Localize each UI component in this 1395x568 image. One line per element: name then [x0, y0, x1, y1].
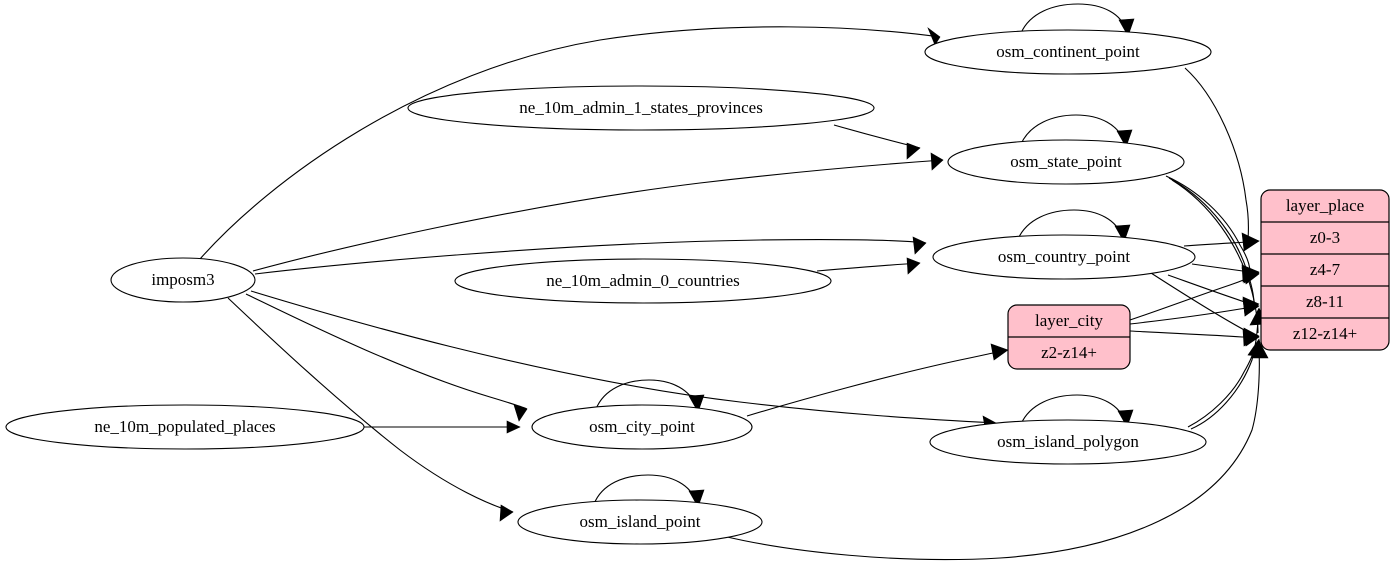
- edge-osm_country_point-to-layer_place-z0-3: [1183, 234, 1260, 252]
- edge-layer_city-to-layer_place-z8-11: [1129, 298, 1260, 325]
- edge-imposm3-to-osm_state_point: [252, 152, 944, 272]
- node-ne_10m_admin_0_countries[interactable]: ne_10m_admin_0_countries: [454, 258, 832, 304]
- record-row-layer_city-title: layer_city: [1035, 311, 1103, 330]
- node-label-osm_continent_point: osm_continent_point: [996, 42, 1140, 61]
- edge-layer_city-to-layer_place-z12-z14: [1129, 329, 1260, 347]
- self-loop-osm_city_point: [595, 379, 705, 413]
- node-imposm3[interactable]: imposm3: [110, 257, 256, 303]
- record-row-layer_place-title: layer_place: [1286, 196, 1364, 215]
- edge-layer_city-to-layer_place-z4-7: [1129, 267, 1260, 321]
- node-osm_island_polygon[interactable]: osm_island_polygon: [929, 419, 1207, 465]
- node-label-osm_country_point: osm_country_point: [998, 247, 1130, 266]
- node-label-imposm3: imposm3: [151, 270, 214, 289]
- node-osm_island_point[interactable]: osm_island_point: [517, 499, 763, 545]
- edge-imposm3-to-osm_continent_point: [199, 26, 941, 260]
- self-loop-osm_island_polygon: [1020, 394, 1134, 428]
- edge-osm_island_polygon-to-layer_place-z12-z14: [1187, 338, 1265, 428]
- record-row-layer_city-z2-z14[interactable]: z2-z14+: [1041, 343, 1097, 362]
- node-label-ne_10m_populated_places: ne_10m_populated_places: [94, 417, 275, 436]
- node-layer: imposm3 ne_10m_admin_1_states_provinces …: [5, 29, 1212, 545]
- edge-imposm3-to-osm_city_point: [245, 293, 528, 422]
- edge-layer: [199, 3, 1269, 561]
- edge-imposm3-to-osm_island_point: [227, 297, 514, 522]
- record-node-layer_place[interactable]: layer_place z0-3 z4-7 z8-11 z12-z14+: [1260, 189, 1390, 351]
- node-ne_10m_populated_places[interactable]: ne_10m_populated_places: [5, 404, 365, 450]
- node-osm_state_point[interactable]: osm_state_point: [947, 139, 1185, 185]
- record-row-layer_place-z12-z14[interactable]: z12-z14+: [1293, 324, 1357, 343]
- node-label-osm_city_point: osm_city_point: [589, 417, 695, 436]
- edge-osm_continent_point-to-layer_place-z0-3: [1184, 67, 1260, 251]
- self-loop-osm_island_point: [593, 474, 705, 508]
- record-node-layer_city[interactable]: layer_city z2-z14+: [1007, 304, 1131, 370]
- node-ne_10m_admin_1_states_provinces[interactable]: ne_10m_admin_1_states_provinces: [407, 85, 875, 131]
- node-osm_continent_point[interactable]: osm_continent_point: [924, 29, 1212, 75]
- edge-osm_island_point-to-layer_place-z12-z14: [722, 340, 1269, 561]
- self-loop-osm_state_point: [1020, 114, 1133, 148]
- edge-osm_city_point-to-layer_city-z2-z14: [746, 343, 1009, 417]
- node-osm_country_point[interactable]: osm_country_point: [932, 234, 1196, 280]
- edge-ne_10m_admin_0_countries-to-osm_country_point: [816, 257, 921, 275]
- edge-ne_10m_admin_1_states_provinces-to-osm_state_point: [833, 124, 921, 160]
- node-osm_city_point[interactable]: osm_city_point: [531, 404, 753, 450]
- record-row-layer_place-z4-7[interactable]: z4-7: [1310, 260, 1341, 279]
- node-label-osm_island_point: osm_island_point: [580, 512, 701, 531]
- node-label-ne_10m_admin_0_countries: ne_10m_admin_0_countries: [546, 271, 740, 290]
- node-label-ne_10m_admin_1_states_provinces: ne_10m_admin_1_states_provinces: [519, 98, 763, 117]
- node-label-osm_state_point: osm_state_point: [1010, 152, 1122, 171]
- self-loop-osm_country_point: [1017, 209, 1131, 243]
- edge-imposm3-to-osm_country_point: [254, 236, 927, 275]
- edge-ne_10m_populated_places-to-osm_city_point: [364, 420, 521, 434]
- node-label-osm_island_polygon: osm_island_polygon: [997, 432, 1139, 451]
- self-loop-osm_continent_point: [1020, 3, 1135, 37]
- record-row-layer_place-z8-11[interactable]: z8-11: [1306, 292, 1344, 311]
- record-row-layer_place-z0-3[interactable]: z0-3: [1310, 228, 1340, 247]
